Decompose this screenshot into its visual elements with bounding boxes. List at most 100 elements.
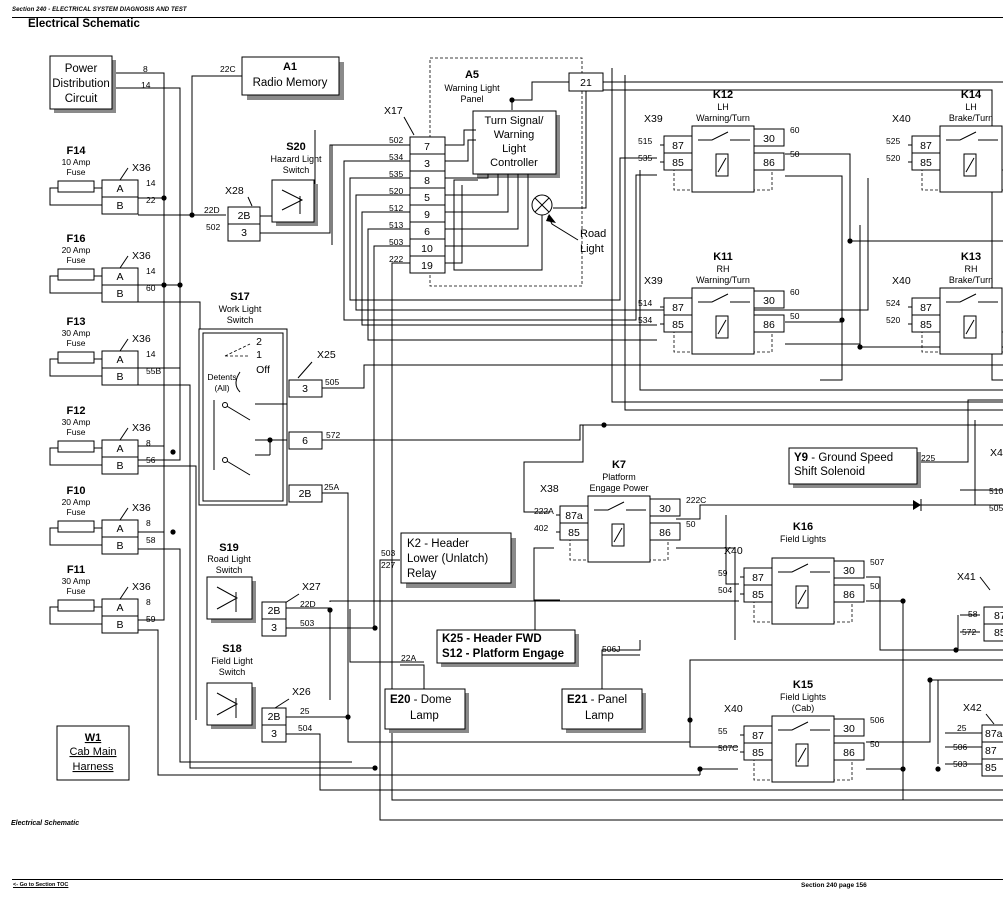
- x17-wire: 503: [389, 237, 403, 247]
- road-light-label-2: Light: [580, 243, 604, 255]
- relay-pin: 86: [763, 157, 775, 169]
- fuse-conn: X36: [132, 502, 151, 514]
- s19-label-2: Switch: [216, 565, 243, 575]
- header-rule: [12, 17, 1003, 18]
- s18-label-1: Field Light: [211, 656, 253, 666]
- fuse-wire-b: 56: [146, 455, 156, 465]
- relay-wire: 535: [638, 153, 652, 163]
- x41-wire-1: 58: [968, 609, 978, 619]
- k2-wire-1: 503: [381, 548, 395, 558]
- s19-conn: X27: [302, 581, 321, 593]
- s18-conn: X26: [292, 686, 311, 698]
- fuse-wire-b: 60: [146, 283, 156, 293]
- relay-wire: 60: [790, 287, 800, 297]
- fuse-icon: [57, 520, 95, 533]
- s20-pin-1: 2B: [238, 210, 251, 222]
- go-to-section-toc-link[interactable]: <- Go to Section TOC: [13, 882, 69, 888]
- s20-wire-2: 502: [206, 222, 220, 232]
- fuse-icon: [57, 599, 95, 612]
- fuse-conn: X36: [132, 162, 151, 174]
- x17-wire: 520: [389, 186, 403, 196]
- x42-wire-1: 25: [957, 723, 967, 733]
- a5-id: A5: [465, 69, 479, 81]
- e20-line-1: E20 - Dome: [390, 694, 451, 706]
- relay-wire: 507C: [718, 743, 738, 753]
- dome-lamp: E20 - Dome Lamp 22A: [384, 653, 469, 733]
- relay-label-2: Engage Power: [589, 483, 648, 493]
- junctions: [161, 97, 959, 772]
- fuse-icon: [57, 180, 95, 193]
- fuse-wire-a: 8: [146, 597, 151, 607]
- k2-wire-2: 227: [381, 560, 395, 570]
- x17-wire: 512: [389, 203, 403, 213]
- s20-pin-2: 3: [241, 227, 247, 239]
- fuse-id: F14: [67, 145, 87, 157]
- s20-id: S20: [286, 141, 306, 153]
- s12-line: S12 - Platform Engage: [442, 648, 564, 660]
- relays: K12LHWarning/TurnX39875158553530608650K1…: [534, 89, 1003, 783]
- x41-conn: X41: [957, 571, 976, 583]
- footer-rule: [12, 879, 1003, 880]
- fuse-rating: 30 Amp: [62, 328, 91, 338]
- x17-pin: 8: [424, 175, 430, 187]
- x42-pin-1: 87a: [985, 728, 1003, 740]
- s17-pos-2: 2: [256, 336, 262, 348]
- relay-pin: 85: [752, 589, 764, 601]
- s17-pin-1: 3: [302, 383, 308, 395]
- relay-pin: 86: [843, 589, 855, 601]
- y9-wire: 225: [921, 453, 935, 463]
- s18-wire-2: 504: [298, 723, 312, 733]
- x17-pin: 19: [421, 260, 433, 272]
- s17-pos-1: 1: [256, 349, 262, 361]
- w1-id: W1: [85, 732, 102, 744]
- power-distribution-circuit: Power Distribution Circuit 8 14: [49, 55, 151, 113]
- fuse-pin-a: A: [116, 354, 123, 366]
- s17-detents-all: (All): [214, 383, 229, 393]
- k25-line: K25 - Header FWD: [442, 633, 542, 645]
- e21-wire: 506J: [602, 644, 620, 654]
- x41-pin-2: 85: [994, 627, 1003, 639]
- s19-pin-1: 2B: [268, 605, 281, 617]
- fuse-pin-a: A: [116, 523, 123, 535]
- relay-pin: 87: [672, 302, 684, 314]
- relay-conn: X40: [724, 545, 743, 557]
- s17-wire-3: 25A: [324, 482, 339, 492]
- fuse-id: F11: [67, 564, 85, 576]
- s19-wire-2: 503: [300, 618, 314, 628]
- relay-wire: 60: [790, 125, 800, 135]
- w1-line-2: Harness: [73, 761, 114, 773]
- fuse-pin-a: A: [116, 183, 123, 195]
- fuse-pin-a: A: [116, 271, 123, 283]
- e21-line-1: E21 - Panel: [567, 694, 627, 706]
- relay-pin: 30: [763, 133, 775, 145]
- e20-wire: 22A: [401, 653, 416, 663]
- fuse-pin-b: B: [116, 619, 123, 631]
- e21-line-2: Lamp: [585, 710, 614, 722]
- s17-label-2: Switch: [227, 315, 254, 325]
- fuse-label: Fuse: [67, 255, 86, 265]
- fuse-label: Fuse: [67, 427, 86, 437]
- fuse-pin-b: B: [116, 371, 123, 383]
- relay-wire: 50: [686, 519, 696, 529]
- relay-label-2: Brake/Turn: [949, 275, 993, 285]
- road-light-switch: S19 Road Light Switch X27 2B 3 22D 503: [206, 542, 321, 637]
- a5-label-2: Panel: [460, 94, 483, 104]
- controller-line-3: Light: [502, 143, 526, 155]
- fuse-wire-a: 14: [146, 266, 156, 276]
- s20-label-2: Switch: [283, 165, 310, 175]
- k2-line-1: K2 - Header: [407, 538, 469, 550]
- x17-pin: 9: [424, 209, 430, 221]
- fuse-pin-b: B: [116, 540, 123, 552]
- fuse-icon: [57, 440, 95, 453]
- fuse-wire-a: 14: [146, 349, 156, 359]
- s18-pin-1: 2B: [268, 711, 281, 723]
- x17-pin: 6: [424, 226, 430, 238]
- s19-pin-2: 3: [271, 622, 277, 634]
